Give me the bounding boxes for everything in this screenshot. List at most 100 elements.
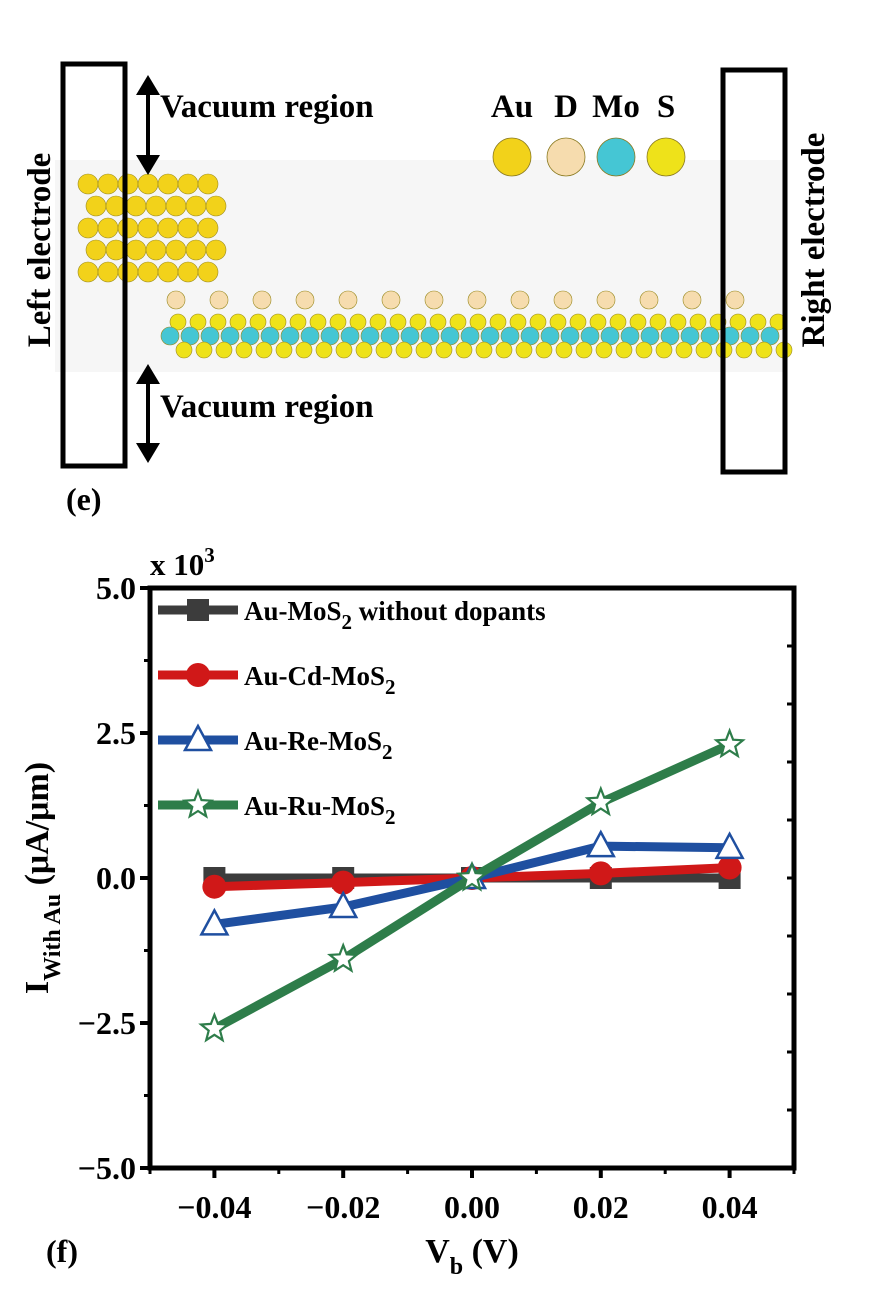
s-atom <box>215 341 233 359</box>
au-atom <box>97 261 119 283</box>
s-atom <box>415 341 433 359</box>
au-atom <box>145 239 167 261</box>
au-atom <box>125 195 147 217</box>
s-atom <box>655 341 673 359</box>
legend-label: Au-Re-MoS2 <box>244 726 392 764</box>
s-atom <box>335 341 353 359</box>
s-atom <box>269 313 287 331</box>
au-atom <box>117 217 139 239</box>
right-electrode-label: Right electrode <box>796 133 832 348</box>
s-atom <box>289 313 307 331</box>
s-atom <box>369 313 387 331</box>
s-atom <box>695 341 713 359</box>
au-atom <box>165 239 187 261</box>
legend-item: Au-Re-MoS2 <box>158 723 392 764</box>
d-atom <box>252 290 272 310</box>
vacuum-region-bottom-label: Vacuum region <box>160 389 374 425</box>
data-point <box>585 829 616 858</box>
s-atom <box>375 341 393 359</box>
s-atom <box>609 313 627 331</box>
s-atom <box>509 313 527 331</box>
atom-legend-label: Au <box>491 89 533 125</box>
vacuum-arrow-bottom <box>136 364 160 463</box>
atom-legend-label: S <box>657 89 675 125</box>
s-atom <box>615 341 633 359</box>
au-atom <box>157 217 179 239</box>
d-atom <box>295 290 315 310</box>
d-atom <box>467 290 487 310</box>
s-atom <box>569 313 587 331</box>
series-layer <box>198 727 746 1043</box>
d-atom <box>510 290 530 310</box>
s-atom <box>669 313 687 331</box>
x-tick-label: −0.02 <box>306 1189 380 1225</box>
au-atom <box>137 261 159 283</box>
au-atom <box>85 195 107 217</box>
left-electrode-box <box>60 61 128 469</box>
s-atom <box>175 341 193 359</box>
d-atom <box>381 290 401 310</box>
au-atom <box>205 195 227 217</box>
s-atom <box>689 313 707 331</box>
data-point <box>327 942 360 973</box>
au-atom <box>137 173 159 195</box>
data-point <box>202 874 227 899</box>
d-atom <box>424 290 444 310</box>
s-atom <box>209 313 227 331</box>
data-point <box>199 907 230 936</box>
s-atom <box>649 313 667 331</box>
legend-marker <box>181 787 215 819</box>
s-atom <box>535 341 553 359</box>
atom-legend-swatch <box>492 137 532 177</box>
s-atom <box>755 341 773 359</box>
s-atom <box>355 341 373 359</box>
x-axis-label: Vb (V) <box>425 1233 519 1280</box>
legend-marker <box>187 599 209 621</box>
s-atom <box>195 341 213 359</box>
au-atom <box>197 217 219 239</box>
s-atom <box>249 313 267 331</box>
data-point <box>714 831 745 860</box>
s-atom <box>515 341 533 359</box>
s-atom <box>229 313 247 331</box>
data-point <box>584 785 617 817</box>
s-atom <box>575 341 593 359</box>
s-atom <box>309 313 327 331</box>
right-axis-ticks <box>787 586 794 1170</box>
mo-atom <box>160 326 180 346</box>
d-atom <box>596 290 616 310</box>
s-atom <box>295 341 313 359</box>
panel-e-label: (e) <box>66 481 102 517</box>
s-atom <box>349 313 367 331</box>
series-au-ru-mos <box>198 727 746 1043</box>
au-atom <box>185 239 207 261</box>
y-axis-label: IWith Au (μA/μm) <box>19 762 66 994</box>
d-atom <box>209 290 229 310</box>
x-tick-label: 0.02 <box>573 1189 629 1225</box>
au-atom <box>197 173 219 195</box>
s-atom <box>275 341 293 359</box>
au-atom <box>177 261 199 283</box>
s-atom <box>595 341 613 359</box>
y-tick-label: 5.0 <box>96 570 136 606</box>
vacuum-arrow-top <box>136 75 160 175</box>
au-atom <box>97 217 119 239</box>
s-atom <box>315 341 333 359</box>
data-point <box>713 727 746 759</box>
y-tick-label: −5.0 <box>78 1150 136 1186</box>
data-point <box>331 870 356 895</box>
panel-e-structure: Left electrode Right electrode Vacuum re… <box>22 61 832 517</box>
au-atom <box>165 195 187 217</box>
data-point <box>588 861 613 886</box>
s-atom <box>529 313 547 331</box>
d-atom <box>682 290 702 310</box>
s-atom <box>169 313 187 331</box>
s-atom <box>629 313 647 331</box>
s-atom <box>435 341 453 359</box>
au-atom <box>77 261 99 283</box>
au-atom <box>117 173 139 195</box>
s-atom <box>729 313 747 331</box>
au-atom <box>177 173 199 195</box>
